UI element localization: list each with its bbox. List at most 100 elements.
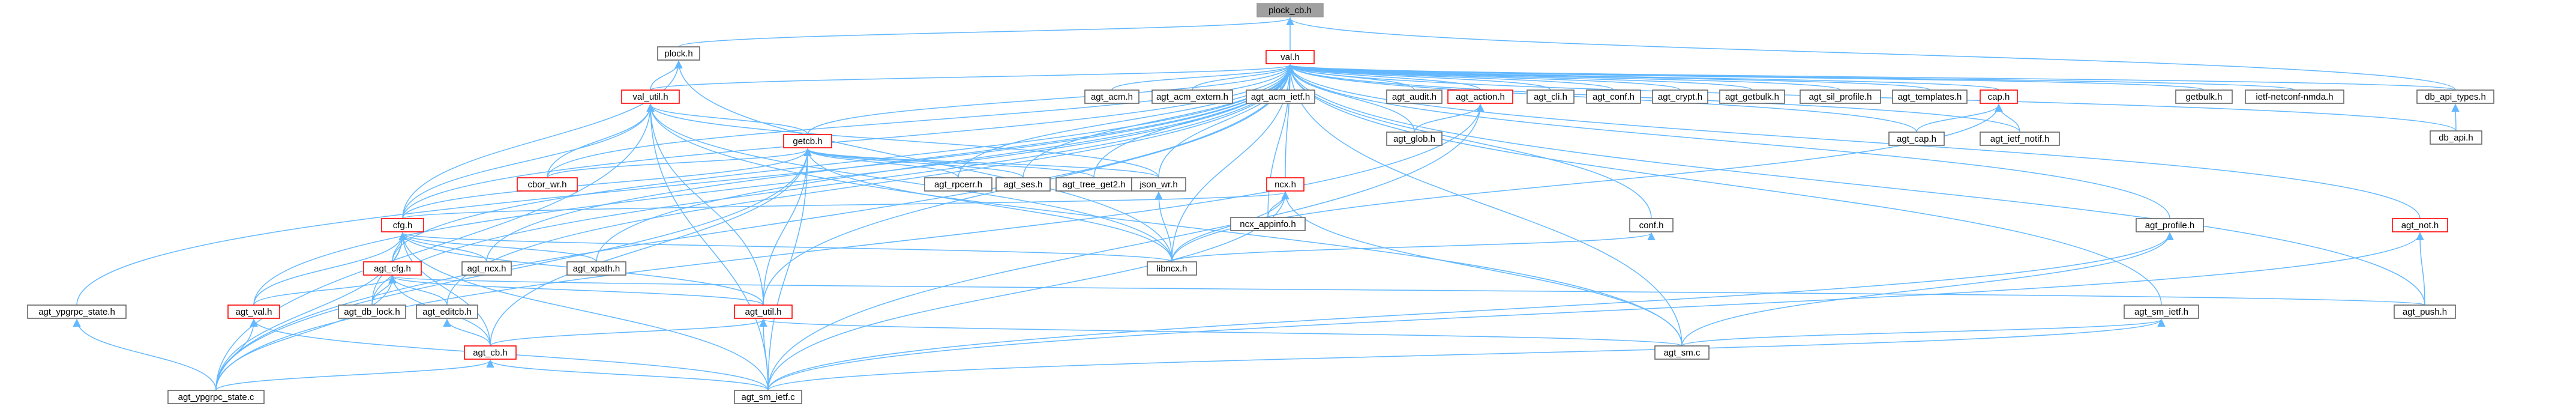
node-label: agt_ypgrpc_state.c xyxy=(178,392,254,402)
node-db-api[interactable]: db_api.h xyxy=(2430,130,2482,145)
node-agt-ypgrpc-state-h[interactable]: agt_ypgrpc_state.h xyxy=(27,304,127,319)
node-cbor-wr[interactable]: cbor_wr.h xyxy=(517,177,578,192)
edge-agt_push-to-val xyxy=(1286,64,2425,306)
edge-agt_util-to-getcb xyxy=(763,148,812,306)
node-plock[interactable]: plock.h xyxy=(657,46,700,61)
node-label: agt_action.h xyxy=(1456,92,1505,102)
edge-json_wr-to-getcb xyxy=(803,148,1159,178)
node-box xyxy=(2245,89,2344,104)
edge-json_wr-to-val_util xyxy=(646,103,1159,178)
edge-agt_rpcerr-to-getcb xyxy=(803,148,959,178)
edge-agt_ypgrpc_state_c-to-agt_cb xyxy=(215,359,494,391)
node-label: agt_ncx.h xyxy=(467,264,506,274)
node-conf[interactable]: conf.h xyxy=(1629,218,1674,232)
edge-getcb-to-val_util xyxy=(646,103,808,135)
node-ncx[interactable]: ncx.h xyxy=(1266,177,1305,192)
edge-db_api-to-db_api_types xyxy=(2451,103,2460,132)
node-agt-cap[interactable]: agt_cap.h xyxy=(1888,132,1945,146)
edge-agt_sm_ietf_c-to-agt_sm_ietf_h xyxy=(767,318,2166,391)
edge-agt_sm_ietf_c-to-val_util xyxy=(646,103,769,391)
node-getcb[interactable]: getcb.h xyxy=(783,134,832,148)
node-agt-editcb[interactable]: agt_editcb.h xyxy=(416,304,478,319)
node-agt-action[interactable]: agt_action.h xyxy=(1447,89,1513,104)
node-agt-tree-get2[interactable]: agt_tree_get2.h xyxy=(1055,177,1132,192)
edge-libncx-to-getcb xyxy=(803,148,1172,262)
node-agt-cb[interactable]: agt_cb.h xyxy=(464,345,517,360)
node-label: val_util.h xyxy=(632,92,668,102)
node-agt-cli[interactable]: agt_cli.h xyxy=(1527,89,1575,104)
node-agt-conf[interactable]: agt_conf.h xyxy=(1586,89,1641,104)
node-agt-util[interactable]: agt_util.h xyxy=(734,304,793,319)
edge-cfg-to-val_util xyxy=(402,103,655,219)
node-agt-rpcerr[interactable]: agt_rpcerr.h xyxy=(924,177,992,192)
node-agt-sm-ietf-h[interactable]: agt_sm_ietf.h xyxy=(2124,304,2199,319)
node-val[interactable]: val.h xyxy=(1265,50,1315,64)
edge-agt_cap-to-cap xyxy=(1916,103,2003,133)
node-agt-audit[interactable]: agt_audit.h xyxy=(1386,89,1443,104)
node-agt-getbulk[interactable]: agt_getbulk.h xyxy=(1719,89,1785,104)
node-agt-ypgrpc-state-c[interactable]: agt_ypgrpc_state.c xyxy=(167,390,265,404)
edge-agt_action-to-val xyxy=(1286,64,1481,91)
node-cfg[interactable]: cfg.h xyxy=(381,218,424,232)
node-agt-templates[interactable]: agt_templates.h xyxy=(1892,89,1968,104)
node-agt-val[interactable]: agt_val.h xyxy=(227,304,280,319)
node-box xyxy=(227,304,280,319)
node-agt-acm[interactable]: agt_acm.h xyxy=(1084,89,1139,104)
node-cap[interactable]: cap.h xyxy=(1980,89,2018,104)
node-label: agt_conf.h xyxy=(1593,92,1635,102)
node-agt-sm-c[interactable]: agt_sm.c xyxy=(1654,345,1710,360)
node-json-wr[interactable]: json_wr.h xyxy=(1131,177,1186,192)
edge-agt_sm_ietf_c-to-agt_util xyxy=(759,318,769,391)
node-agt-ncx[interactable]: agt_ncx.h xyxy=(461,261,512,276)
node-agt-not[interactable]: agt_not.h xyxy=(2392,218,2448,232)
node-box xyxy=(461,261,512,276)
node-getbulk[interactable]: getbulk.h xyxy=(2175,89,2233,104)
node-box xyxy=(2124,304,2199,319)
node-box xyxy=(1629,218,1674,232)
node-box xyxy=(1447,89,1513,104)
node-label: agt_sm.c xyxy=(1664,348,1701,358)
node-box xyxy=(1131,177,1186,192)
node-ncx-appinfo[interactable]: ncx_appinfo.h xyxy=(1230,217,1306,231)
edge-cfg-to-plock xyxy=(402,60,683,219)
node-agt-ietf-notif[interactable]: agt_ietf_notif.h xyxy=(1980,132,2060,146)
node-agt-profile[interactable]: agt_profile.h xyxy=(2136,218,2204,232)
node-agt-glob[interactable]: agt_glob.h xyxy=(1386,132,1443,146)
edge-agt_sm_ietf_c-to-agt_cb xyxy=(486,359,769,391)
node-agt-crypt[interactable]: agt_crypt.h xyxy=(1652,89,1708,104)
edge-agt_val-to-cfg xyxy=(253,232,407,306)
edge-agt_cb-to-agt_editcb xyxy=(443,318,491,347)
edge-agt_util-to-agt_cfg xyxy=(388,275,764,306)
node-box xyxy=(517,177,578,192)
node-libncx[interactable]: libncx.h xyxy=(1147,261,1197,276)
edge-agt_ses-to-getcb xyxy=(803,148,1024,178)
node-db-api-types[interactable]: db_api_types.h xyxy=(2416,89,2494,104)
edge-agt_profile-to-val xyxy=(1286,64,2170,219)
node-ietf-netconf-nmda[interactable]: ietf-netconf-nmda.h xyxy=(2245,89,2344,104)
node-val-util[interactable]: val_util.h xyxy=(621,89,680,104)
node-box xyxy=(1719,89,1785,104)
edge-agt_sm_ietf_c-to-cfg xyxy=(398,232,769,391)
node-agt-xpath[interactable]: agt_xpath.h xyxy=(566,261,626,276)
node-agt-sm-ietf-c[interactable]: agt_sm_ietf.c xyxy=(734,390,802,404)
edge-plock-to-plock_cb xyxy=(678,17,1294,47)
node-box xyxy=(657,46,700,61)
node-agt-ses[interactable]: agt_ses.h xyxy=(995,177,1051,192)
node-agt-acm-ietf[interactable]: agt_acm_ietf.h xyxy=(1246,89,1315,104)
node-agt-push[interactable]: agt_push.h xyxy=(2394,304,2456,319)
node-agt-db-lock[interactable]: agt_db_lock.h xyxy=(338,304,406,319)
node-agt-acm-extern[interactable]: agt_acm_extern.h xyxy=(1151,89,1233,104)
edge-agt_push-to-agt_cfg xyxy=(389,275,2425,306)
edge-libncx-to-cfg xyxy=(398,232,1172,262)
node-box xyxy=(2394,304,2456,319)
node-agt-cfg[interactable]: agt_cfg.h xyxy=(363,261,422,276)
node-box xyxy=(1147,261,1197,276)
edge-agt_sm_c-to-agt_profile xyxy=(1681,232,2174,347)
node-agt-sil-profile[interactable]: agt_sil_profile.h xyxy=(1800,89,1881,104)
edge-agt_ypgrpc_state_h-to-val xyxy=(76,64,1294,306)
node-label: db_api_types.h xyxy=(2425,92,2486,102)
edge-libncx-to-ncx xyxy=(1171,191,1290,262)
edge-agt_xpath-to-cfg xyxy=(398,232,597,262)
node-label: cap.h xyxy=(1988,92,2010,102)
